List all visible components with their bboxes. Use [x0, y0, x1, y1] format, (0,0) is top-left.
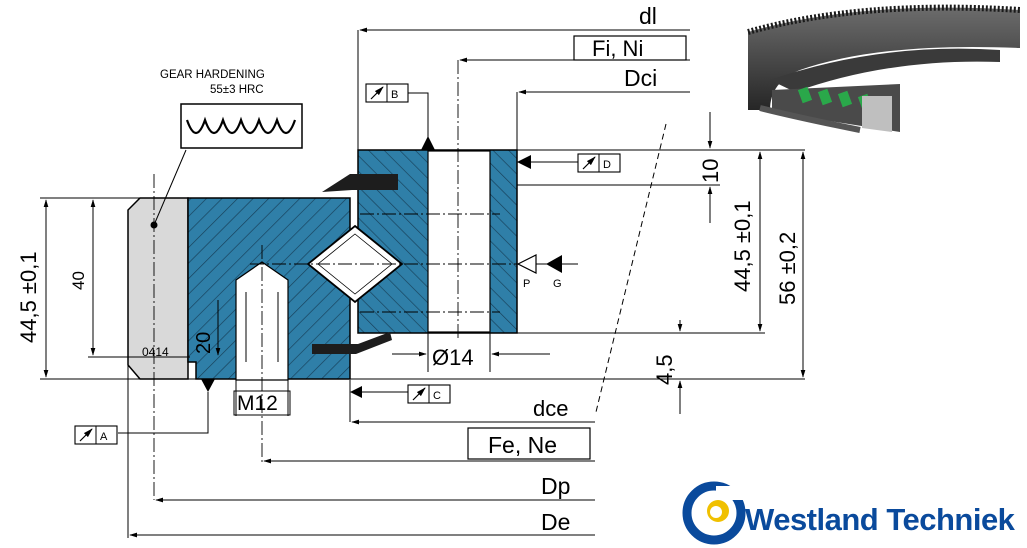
slewing-ring-image: [747, 4, 1021, 133]
g-label: G: [553, 278, 562, 290]
dci-label: Dci: [624, 65, 657, 91]
dim-m12-label: M12: [237, 392, 278, 415]
fe-ne-label: Fe, Ne: [488, 432, 557, 458]
dim-445-left-label: 44,5 ±0,1: [16, 251, 41, 343]
fi-ni-label: Fi, Ni: [592, 36, 643, 61]
seal-bottom: [312, 332, 392, 354]
westland-logo: [682, 481, 746, 545]
tol-a-label: A: [100, 431, 108, 443]
tol-d-label: D: [603, 159, 611, 171]
tol-c-label: C: [433, 390, 441, 402]
inner-bolt-hole: [427, 150, 491, 333]
fe-ne-box: [467, 427, 591, 460]
gear-hardening-label: GEAR HARDENING: [160, 69, 265, 81]
seal-top: [322, 174, 398, 192]
hardening-wave: [185, 116, 297, 135]
dim-445-right-label: 44,5 ±0,1: [730, 200, 755, 292]
dim-0414-label: 0414: [142, 345, 169, 359]
dl-label: dl: [639, 3, 657, 29]
tol-b-label: B: [391, 89, 398, 101]
dim-45-label: 4,5: [652, 354, 677, 385]
m12-box: [233, 390, 291, 416]
p-marker: [516, 254, 537, 274]
g-marker: [546, 255, 562, 273]
dim-20-label: 20: [193, 332, 215, 354]
brand-name: Westland Techniek: [745, 502, 1015, 537]
p-label: P: [523, 278, 530, 290]
de-label: De: [541, 509, 570, 535]
dim-10-label: 10: [698, 159, 723, 183]
dim-56-label: 56 ±0,2: [775, 232, 800, 305]
centerlines: [153, 60, 520, 500]
dim-d14-label: Ø14: [432, 345, 474, 370]
dce-label: dce: [533, 396, 568, 421]
fi-ni-box: [573, 35, 687, 61]
hardening-box: [180, 103, 303, 149]
dp-label: Dp: [541, 473, 570, 499]
dim-40-label: 40: [69, 271, 88, 290]
hrc-label: 55±3 HRC: [210, 84, 264, 96]
